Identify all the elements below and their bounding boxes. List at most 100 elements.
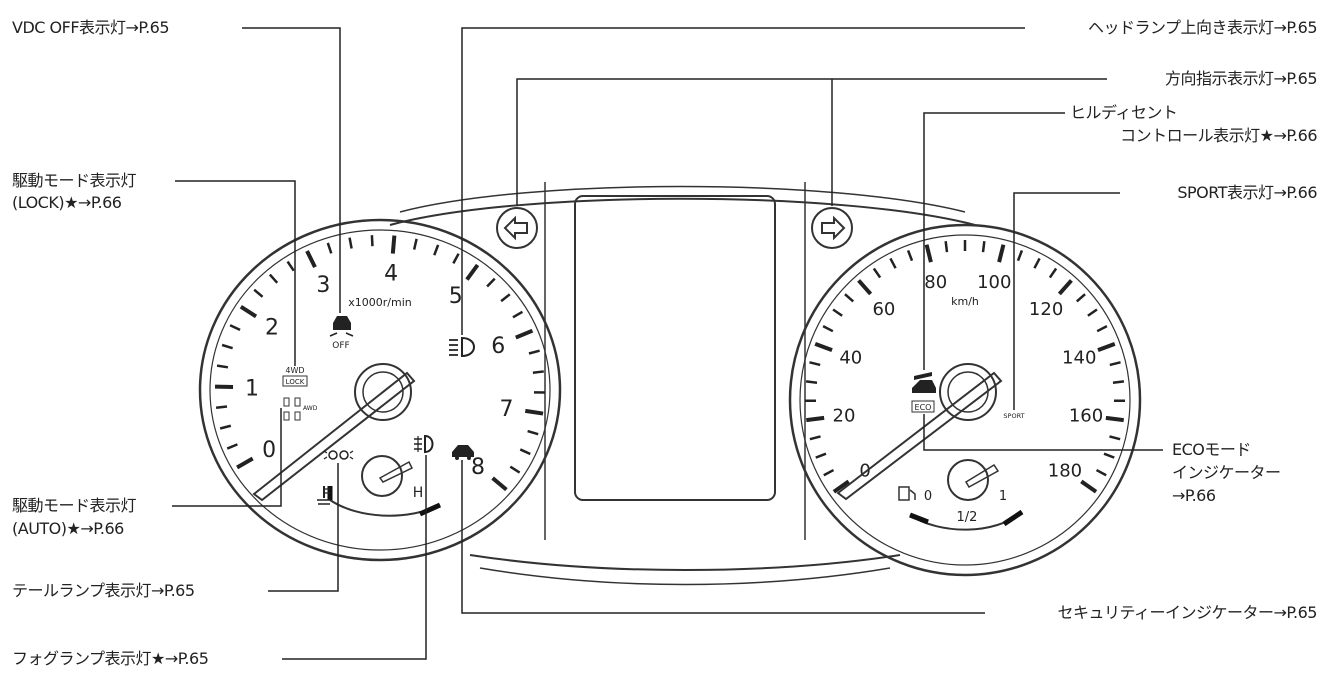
callout-eco-line3: →P.66 [1172,486,1216,505]
speedo-minor-tick [1112,380,1125,384]
tach-number: 3 [316,273,330,298]
speedo-minor-tick [1048,267,1058,279]
tach-minor-tick [268,273,279,284]
tach-number: 1 [245,376,259,401]
turn-left-arrow-icon [496,207,538,249]
svg-text:OFF: OFF [332,341,349,351]
speedo-major-tick [814,341,833,353]
callout-hill-descent-line2: コントロール表示灯★→P.66 [1120,126,1317,145]
speedo-minor-tick [823,468,835,477]
tach-number: 7 [500,397,514,422]
svg-text:AWD: AWD [303,405,318,412]
speedo-minor-tick [944,241,949,253]
speedo-minor-tick [1109,435,1121,441]
tach-major-tick [305,250,317,269]
speedo-minor-tick [1087,308,1098,317]
speedo-major-tick [1057,279,1073,296]
tach-minor-tick [253,288,264,298]
speedo-number: 80 [924,272,947,293]
speedo-minor-tick [906,250,914,262]
callout-turn-signal: 方向指示表示灯→P.65 [1164,69,1318,88]
speedo-number: 140 [1062,347,1096,368]
tach-minor-tick [229,324,241,331]
tach-minor-tick [527,429,539,436]
headlamp-high-beam-icon [449,336,475,358]
callout-fog-lamp: フォグランプ表示灯★→P.65 [12,649,209,668]
callout-sport: SPORT表示灯→P.66 [1177,183,1317,202]
tail-lamp-icon [323,450,354,460]
hill-descent-icon [912,372,936,393]
tach-needle [252,371,416,502]
tach-minor-tick [226,443,238,450]
tach-major-tick [236,456,254,470]
speedo-minor-tick [809,435,821,441]
tach-minor-tick [486,277,496,288]
tach-minor-tick [452,253,460,264]
tach-number: 8 [471,455,485,480]
speedo-major-tick [1105,415,1124,423]
tach-minor-tick [286,260,295,272]
callout-security: セキュリティーインジケーター→P.65 [1057,603,1317,622]
speedo-minor-tick [889,257,897,269]
speedo-number: 120 [1029,299,1063,320]
callout-tail-lamp: テールランプ表示灯→P.65 [12,581,195,600]
callout-hill-descent-line1: ヒルディセント [1070,103,1178,122]
drive-mode-lock-icon: 4WD LOCK [282,366,308,387]
speedo-minor-tick [805,380,818,384]
speedo-number: 180 [1048,460,1082,481]
callout-eco-line1: ECOモード [1172,440,1251,459]
temperature-gauge: H [327,455,442,517]
security-car-icon [452,445,474,460]
callout-drive-mode-lock-line2: (LOCK)★→P.66 [12,193,122,212]
svg-text:SPORT: SPORT [1003,412,1024,420]
tach-major-tick [465,263,480,281]
svg-text:ECO: ECO [915,403,932,412]
speedo-number: 100 [977,272,1011,293]
callout-drive-mode-auto-line1: 駆動モード表示灯 [12,496,137,515]
tach-number: 6 [491,334,505,359]
speedo-minor-tick [822,325,834,333]
temp-high-label: H [413,485,424,501]
vdc-off-icon: OFF [329,316,354,351]
center-display [574,195,776,501]
speedo-major-tick [924,244,933,263]
callout-drive-mode-lock-line1: 駆動モード表示灯 [12,171,137,190]
eco-mode-icon: ECO [911,400,935,413]
tach-minor-tick [509,465,521,474]
speedo-major-tick [997,244,1006,263]
speedo-minor-tick [1075,293,1086,303]
callout-drive-mode-auto-line2: (AUTO)★→P.66 [12,519,124,538]
fuel-label-empty: 0 [924,489,932,504]
tach-unit: x1000r/min [348,296,412,309]
tach-minor-tick [215,405,228,409]
leader-lines [172,27,1163,660]
tach-number: 2 [265,316,279,341]
tach-minor-tick [519,448,531,456]
svg-text:LOCK: LOCK [286,378,305,386]
tach-minor-tick [412,238,418,250]
tach-minor-tick [221,343,233,350]
speedo-number: 160 [1069,406,1103,427]
svg-text:4WD: 4WD [285,366,304,375]
tach-minor-tick [216,364,229,369]
tach-minor-tick [512,310,524,319]
speedo-major-tick [832,479,850,494]
speedo-minor-tick [1095,468,1107,477]
tach-minor-tick [370,235,374,247]
speedo-minor-tick [815,452,827,459]
tach-number: 5 [449,284,463,309]
speedo-minor-tick [1103,452,1115,459]
tach-number: 0 [262,438,276,463]
tach-major-tick [524,408,544,416]
speedo-minor-tick [1033,257,1041,269]
tach-major-tick [239,305,258,319]
tach-minor-tick [500,293,511,303]
speedo-minor-tick [872,267,882,279]
tach-minor-tick [348,237,353,249]
speedo-number: 0 [859,460,870,481]
speedo-unit: km/h [951,295,979,308]
turn-right-arrow-icon [811,207,853,249]
tach-major-tick [390,235,397,254]
